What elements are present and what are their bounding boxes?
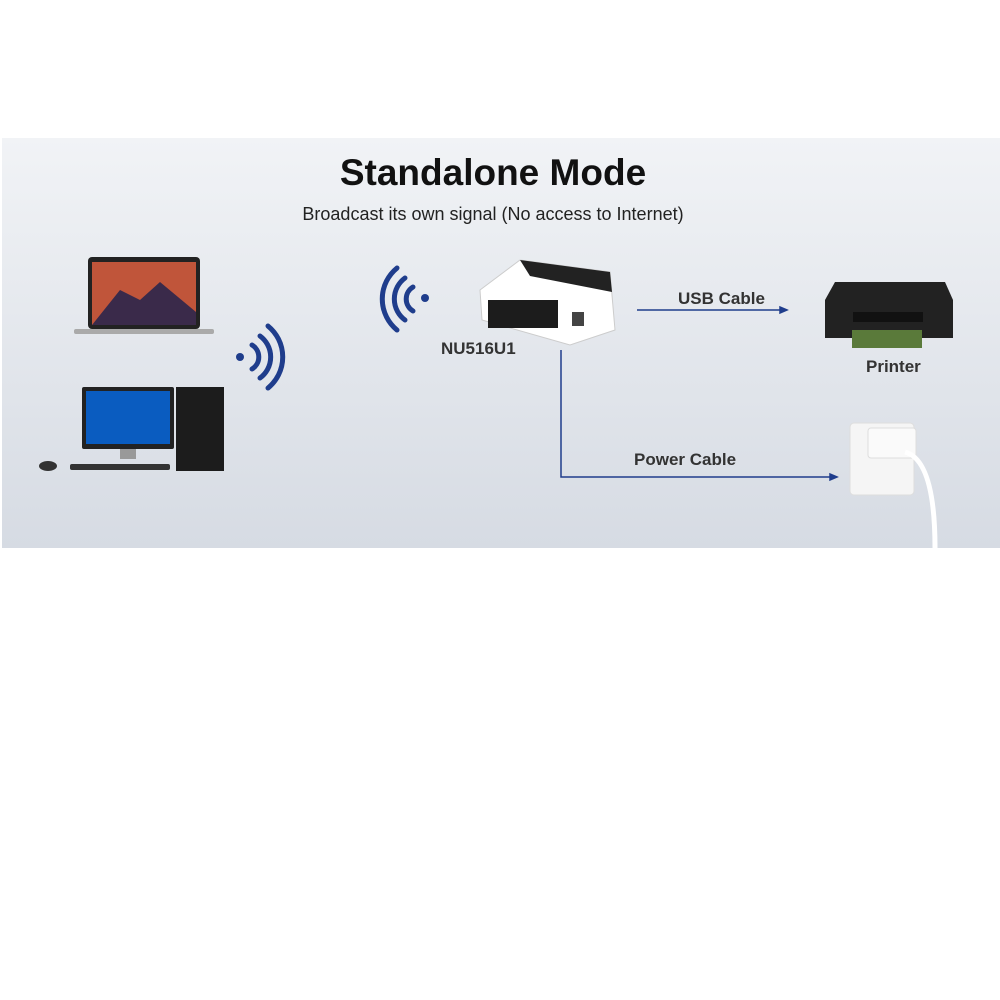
wifi-broadcast-icon — [379, 265, 429, 333]
printer-label: Printer — [866, 357, 921, 376]
nu516u1-device-icon — [479, 259, 616, 346]
usb-cable-label: USB Cable — [678, 289, 765, 308]
wifi-signal-icon — [236, 323, 286, 391]
power-outlet-icon — [849, 422, 938, 549]
power-cable-line — [560, 350, 832, 478]
laptop-icon — [74, 257, 214, 334]
power-cable-label: Power Cable — [634, 450, 737, 469]
desktop-computer-icon — [39, 387, 224, 471]
diagram-background — [2, 138, 1000, 548]
page-subtitle: Broadcast its own signal (No access to I… — [302, 204, 684, 224]
printer-icon — [825, 282, 953, 348]
device-label: NU516U1 — [441, 339, 516, 358]
page-title: Standalone Mode — [339, 152, 647, 193]
